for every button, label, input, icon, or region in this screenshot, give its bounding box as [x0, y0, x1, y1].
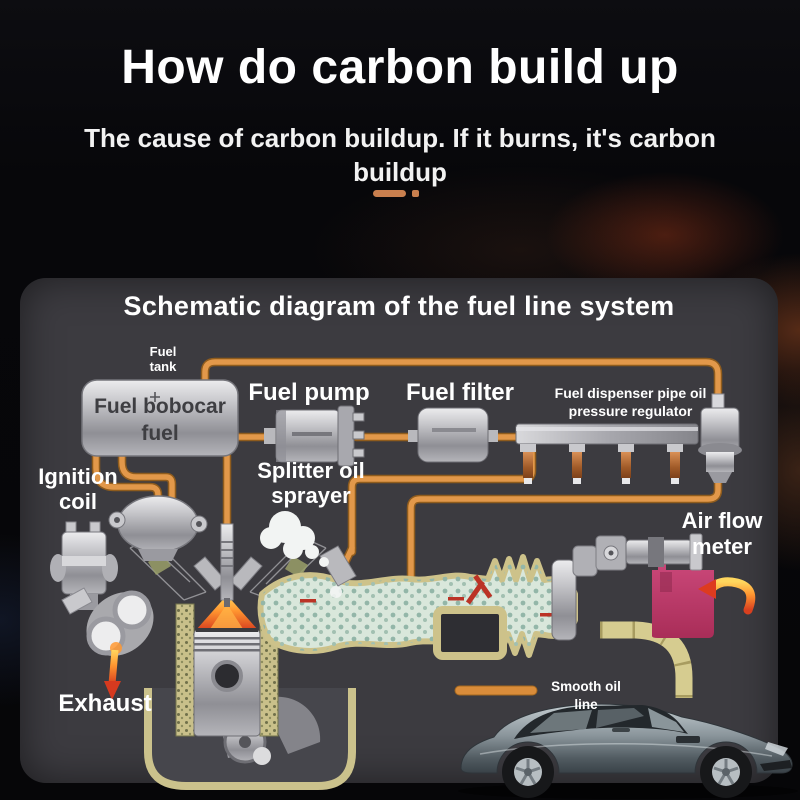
- engine-block: [108, 495, 356, 790]
- label-splitter-sprayer: Splitter oil sprayer: [257, 458, 365, 509]
- diagram-title: Schematic diagram of the fuel line syste…: [123, 291, 675, 321]
- fuel-pump-graphic: [264, 405, 365, 467]
- label-smooth-oil-line: Smooth oil line: [551, 679, 621, 712]
- air-intake-arrow: [698, 577, 756, 615]
- intake-manifold: [257, 554, 578, 660]
- car: [458, 703, 798, 799]
- exhaust-graphic: [61, 587, 154, 700]
- sprayer-cloud: [260, 511, 357, 598]
- page-subtitle: The cause of carbon buildup. If it burns…: [84, 123, 716, 188]
- car-wheel-rear: [502, 746, 554, 798]
- label-fuel-pump: Fuel pump: [248, 379, 370, 406]
- car-wheel-front: [700, 746, 752, 798]
- smooth-oil-line-graphic: [454, 685, 538, 696]
- accent-dot: [412, 190, 419, 197]
- fuel-tank-graphic: [81, 379, 239, 457]
- page-title: How do carbon build up: [121, 41, 679, 94]
- pressure-regulator: [698, 393, 742, 483]
- label-tank-body: Fuel bobocar fuel: [94, 395, 226, 446]
- label-fuel-filter: Fuel filter: [405, 379, 514, 406]
- label-fuel-tank: Fuel tank: [149, 344, 177, 374]
- accent-dash: [373, 190, 406, 197]
- fuel-spray-marks: [300, 574, 553, 617]
- fuel-filter-graphic: [408, 407, 498, 463]
- label-ignition-coil: Ignition coil: [38, 464, 118, 515]
- fuel-rail: [515, 423, 699, 445]
- fuel-injectors: [520, 444, 683, 484]
- label-exhaust: Exhaust: [58, 690, 152, 717]
- air-flow-meter-graphic: [551, 533, 756, 698]
- air-filter-box: [652, 556, 714, 638]
- label-pressure-regulator: Fuel dispenser pipe oil pressure regulat…: [554, 385, 707, 419]
- label-air-flow-meter: Air flow meter: [681, 508, 763, 560]
